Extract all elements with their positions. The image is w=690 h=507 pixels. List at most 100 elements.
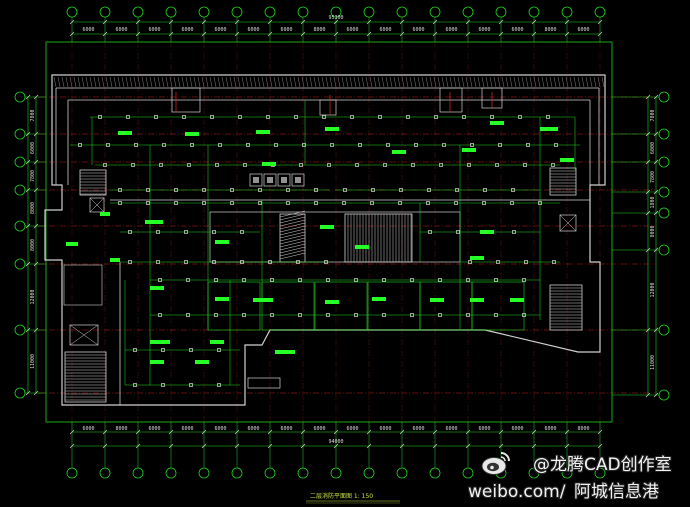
dimension-tick [653, 94, 659, 100]
smoke-detector [146, 188, 150, 192]
dimension-tick [25, 187, 31, 193]
dimension-tick [33, 261, 39, 267]
smoke-detector [274, 143, 278, 147]
smoke-detector [215, 163, 219, 167]
dimension-tick [531, 429, 537, 435]
smoke-detector [131, 163, 135, 167]
axis-bubble-top [198, 6, 210, 18]
dimension-tick [300, 19, 306, 25]
elevator-cross [69, 324, 99, 346]
dimension-tick [33, 223, 39, 229]
dimension-tick [465, 429, 471, 435]
dimension-tick [498, 19, 504, 25]
smoke-detector [128, 230, 132, 234]
smoke-detector [212, 260, 216, 264]
smoke-detector [270, 278, 274, 282]
smoke-detector [302, 143, 306, 147]
dimension-tick [69, 31, 75, 37]
axis-bubble-top [264, 6, 276, 18]
smoke-detector [382, 278, 386, 282]
smoke-detector [161, 348, 165, 352]
smoke-detector [134, 143, 138, 147]
bottom-dimension-label: 6000 [478, 426, 490, 432]
dimension-tick [653, 131, 659, 137]
dimension-tick [564, 429, 570, 435]
dimension-tick [135, 443, 141, 449]
axis-bubble-left [14, 324, 26, 336]
dimension-tick [201, 429, 207, 435]
smoke-detector [189, 348, 193, 352]
axis-bubble-top [495, 6, 507, 18]
axis-bubble-bottom [264, 467, 276, 479]
axis-bubble-bottom [363, 467, 375, 479]
dimension-tick [597, 429, 603, 435]
top-dimension-label: 6000 [478, 27, 490, 33]
highlighted-label-block [256, 130, 270, 134]
elevator-car [267, 177, 273, 183]
axis-bubble-top [165, 6, 177, 18]
dimension-tick [267, 429, 273, 435]
stair-right-bottom [549, 284, 583, 331]
drawing-title: 二层消防平面图 1: 150 [310, 492, 373, 500]
dimension-tick [645, 247, 651, 253]
smoke-detector [414, 143, 418, 147]
axis-bubble-bottom [198, 467, 210, 479]
dimension-tick [333, 443, 339, 449]
smoke-detector [190, 143, 194, 147]
smoke-detector [174, 188, 178, 192]
elevator-cross [559, 214, 577, 232]
dimension-tick [33, 327, 39, 333]
bottom-dimension-label: 6000 [544, 426, 556, 432]
bottom-dimension-label: 6000 [379, 426, 391, 432]
bottom-dimension-label: 6000 [247, 426, 259, 432]
stair-left-bottom [64, 351, 107, 403]
smoke-detector [406, 115, 410, 119]
stair-middle-treads [279, 210, 306, 260]
highlighted-label-block [215, 240, 229, 244]
stair-left-top [79, 169, 107, 196]
dimension-tick [69, 429, 75, 435]
dimension-tick [399, 443, 405, 449]
smoke-detector [438, 278, 442, 282]
smoke-detector [378, 115, 382, 119]
bottom-dimension-label: 6000 [148, 426, 160, 432]
smoke-detector [146, 201, 150, 205]
highlighted-labels [66, 121, 574, 364]
dimension-tick [333, 31, 339, 37]
smoke-detector [322, 115, 326, 119]
smoke-detector [551, 163, 555, 167]
smoke-detector [158, 313, 162, 317]
dimension-tick [498, 429, 504, 435]
highlighted-label-block [100, 212, 110, 216]
dimension-tick [300, 31, 306, 37]
dimension-tick [33, 131, 39, 137]
dimension-tick [267, 31, 273, 37]
right-dimension-label: 11000 [650, 355, 656, 370]
axis-bubble-bottom [528, 467, 540, 479]
highlighted-label-block [325, 127, 339, 131]
smoke-detector [133, 348, 137, 352]
dimension-tick [645, 210, 651, 216]
smoke-detector [324, 260, 328, 264]
highlighted-label-block [215, 297, 229, 301]
left-dimension-label: 7800 [30, 170, 36, 182]
left-dimension-label: 12000 [30, 289, 36, 304]
stair-atrium [344, 213, 413, 263]
stair-left-bottom-treads [65, 354, 106, 401]
smoke-detector [462, 115, 466, 119]
highlighted-label-block [150, 286, 164, 290]
right-dimension-label: 8000 [650, 225, 656, 237]
smoke-detector [298, 313, 302, 317]
smoke-detector [240, 260, 244, 264]
smoke-detector [294, 115, 298, 119]
axis-bubble-top [330, 6, 342, 18]
bottom-dimension-label: 6000 [82, 426, 94, 432]
smoke-detector [411, 163, 415, 167]
top-dimension-label: 6000 [280, 27, 292, 33]
smoke-detector [128, 260, 132, 264]
smoke-detector [314, 201, 318, 205]
elevator-shaft [291, 173, 305, 187]
dimension-tick [465, 31, 471, 37]
highlighted-label-block [462, 148, 476, 152]
elevator-shaft [89, 197, 105, 213]
